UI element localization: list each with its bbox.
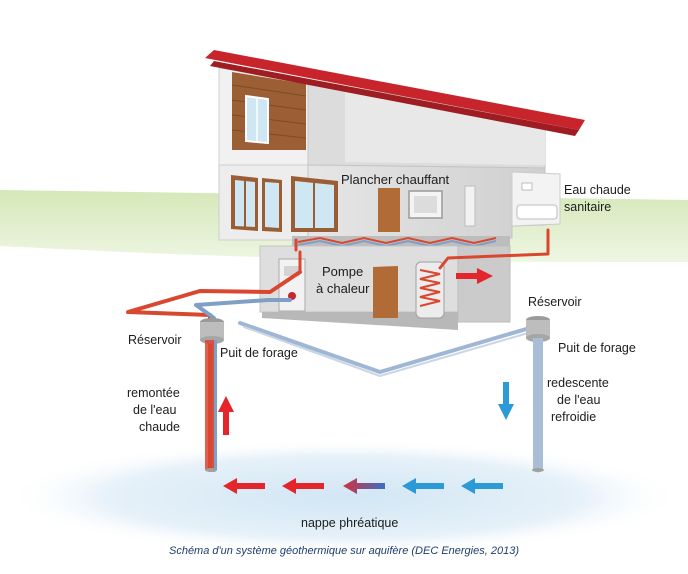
label-redescente-2: de l'eau <box>557 393 600 407</box>
aquifer-flow-arrows <box>223 478 503 494</box>
label-redescente-1: redescente <box>547 376 609 390</box>
well-left <box>205 340 217 472</box>
arrow-right-hot-icon <box>456 268 493 284</box>
label-puits-left: Puit de forage <box>220 346 298 360</box>
label-eau-chaude-1: Eau chaude <box>564 183 631 197</box>
hot-water-tank <box>415 261 445 319</box>
well-right <box>532 338 544 472</box>
figure-caption: Schéma d'un système géothermique sur aqu… <box>168 545 519 557</box>
pipes <box>126 228 550 473</box>
label-reservoir-right: Réservoir <box>528 295 582 309</box>
roof <box>205 50 585 136</box>
label-eau-chaude-2: sanitaire <box>564 200 611 214</box>
ground-floor-windows <box>231 175 338 232</box>
label-pompe-2: à chaleur <box>316 281 370 296</box>
label-puits-right: Puit de forage <box>558 341 636 355</box>
label-remontee-1: remontée <box>127 386 180 400</box>
label-redescente-3: refroidie <box>551 410 596 424</box>
label-plancher-chauffant: Plancher chauffant <box>341 172 450 187</box>
label-remontee-2: de l'eau <box>133 403 176 417</box>
floor-heating <box>292 236 510 248</box>
arrow-up-hot-icon <box>218 396 234 435</box>
house <box>205 50 585 330</box>
label-nappe-phreatique: nappe phréatique <box>301 516 398 530</box>
arrow-down-cold-icon <box>498 382 514 420</box>
upper-window <box>245 94 269 145</box>
aquifer-zone <box>4 439 684 555</box>
label-pompe-1: Pompe <box>322 264 363 279</box>
bathroom <box>511 171 561 227</box>
label-reservoir-left: Réservoir <box>128 333 182 347</box>
label-remontee-3: chaude <box>139 420 180 434</box>
